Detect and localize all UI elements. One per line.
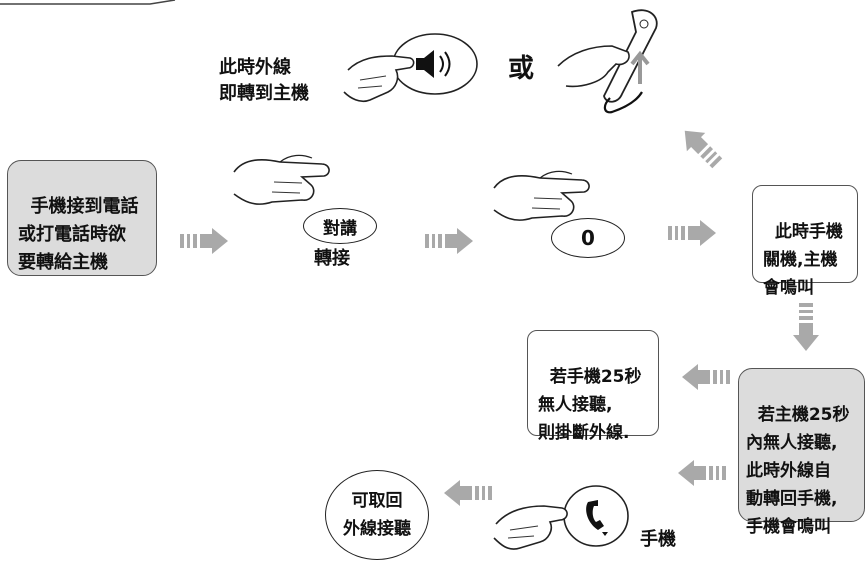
zero-key: 0 <box>551 218 625 258</box>
intercom-key-label: 對講 <box>323 218 357 239</box>
pointing-finger-icon-2 <box>493 170 590 221</box>
mobile-label: 手機 <box>640 529 676 550</box>
speaker-key-finger-icon <box>343 33 478 103</box>
retrieve-oval: 可取回 外線接聽 <box>325 470 429 560</box>
mobile-25s-box: 若手機25秒 無人接聽, 則掛斷外線. <box>527 330 659 443</box>
arrow-left-icon-3 <box>444 480 492 506</box>
retrieve-text: 可取回 外線接聽 <box>343 491 411 539</box>
arrow-down-icon <box>793 303 819 351</box>
arrow-left-icon-1 <box>682 364 730 390</box>
arrow-right-icon-3 <box>668 220 716 246</box>
host-25s-box: 若主機25秒 內無人接聽, 此時外線自 動轉回手機, 手機會鳴叫 <box>738 368 865 537</box>
zero-key-label: 0 <box>581 226 595 250</box>
arrow-right-icon-1 <box>180 228 228 254</box>
host-25s-text: 若主機25秒 內無人接聽, 此時外線自 動轉回手機, 手機會鳴叫 <box>746 405 850 537</box>
transfer-host-label: 此時外線 即轉到主機 <box>219 57 309 104</box>
start-box: 手機接到電話 或打電話時欲 要轉給主機 <box>7 160 157 276</box>
intercom-key: 對講 <box>303 208 377 244</box>
pointing-finger-icon <box>233 154 330 205</box>
host-ring-box: 此時手機 關機,主機 會鳴叫 <box>752 185 858 298</box>
hand-holding-handset-icon <box>557 9 658 114</box>
phone-key-finger-icon <box>493 485 629 550</box>
arrow-left-icon-2 <box>678 460 726 486</box>
top-left-line <box>0 0 176 5</box>
mobile-25s-text: 若手機25秒 無人接聽, 則掛斷外線. <box>538 367 642 443</box>
host-ring-text: 此時手機 關機,主機 會鳴叫 <box>763 222 843 298</box>
arrow-right-icon-2 <box>425 228 473 254</box>
arrow-up-left-icon <box>684 130 723 169</box>
or-label: 或 <box>508 54 535 84</box>
transfer-label: 轉接 <box>314 248 350 269</box>
start-text: 手機接到電話 或打電話時欲 要轉給主機 <box>18 196 139 273</box>
